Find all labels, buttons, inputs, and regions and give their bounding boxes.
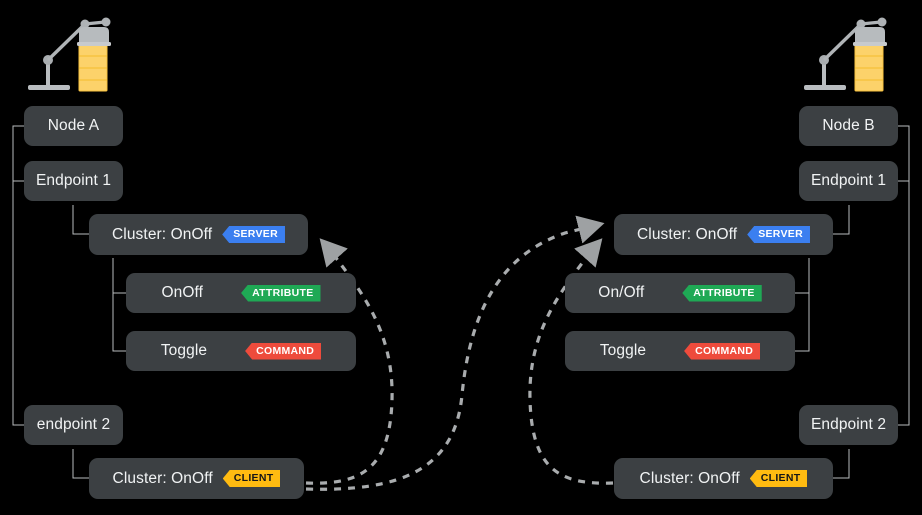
right-command-box[interactable]: Toggle COMMAND — [565, 331, 795, 371]
node-a-label: Node A — [47, 117, 100, 134]
node-b-box[interactable]: Node B — [799, 106, 898, 146]
server-badge: SERVER — [747, 226, 810, 243]
node-a-box[interactable]: Node A — [24, 106, 123, 146]
desk-lamp-icon-right — [804, 17, 887, 92]
left-command-label: Toggle — [160, 342, 208, 359]
client-badge: CLIENT — [222, 470, 281, 487]
node-b-label: Node B — [822, 117, 875, 134]
left-endpoint-1-label: Endpoint 1 — [35, 172, 112, 189]
server-badge: SERVER — [222, 226, 285, 243]
left-cluster-client-label: Cluster: OnOff — [112, 469, 213, 487]
desk-lamp-icon-left — [28, 17, 111, 92]
left-attribute-label: OnOff — [161, 284, 204, 301]
right-command-label: Toggle — [599, 342, 647, 359]
client-badge: CLIENT — [749, 470, 808, 487]
right-cluster-server-box[interactable]: Cluster: OnOff SERVER — [614, 214, 833, 255]
attribute-badge: ATTRIBUTE — [682, 284, 762, 302]
command-badge: COMMAND — [684, 342, 761, 360]
right-endpoint-2-label: Endpoint 2 — [810, 416, 887, 433]
right-cluster-client-label: Cluster: OnOff — [639, 469, 740, 487]
right-endpoint-1-label: Endpoint 1 — [810, 172, 887, 189]
command-badge: COMMAND — [245, 342, 322, 360]
attribute-badge: ATTRIBUTE — [241, 284, 321, 302]
left-attribute-box[interactable]: OnOff ATTRIBUTE — [126, 273, 356, 313]
right-endpoint-1-box[interactable]: Endpoint 1 — [799, 161, 898, 201]
left-cluster-server-label: Cluster: OnOff — [112, 225, 213, 243]
left-endpoint-1-box[interactable]: Endpoint 1 — [24, 161, 123, 201]
right-attribute-label: On/Off — [598, 284, 645, 301]
left-endpoint-2-label: endpoint 2 — [36, 416, 111, 433]
right-cluster-client-box[interactable]: Cluster: OnOff CLIENT — [614, 458, 833, 499]
right-cluster-server-label: Cluster: OnOff — [637, 225, 738, 243]
left-endpoint-2-box[interactable]: endpoint 2 — [24, 405, 123, 445]
left-command-box[interactable]: Toggle COMMAND — [126, 331, 356, 371]
right-endpoint-2-box[interactable]: Endpoint 2 — [799, 405, 898, 445]
right-attribute-box[interactable]: On/Off ATTRIBUTE — [565, 273, 795, 313]
left-cluster-client-box[interactable]: Cluster: OnOff CLIENT — [89, 458, 304, 499]
left-cluster-server-box[interactable]: Cluster: OnOff SERVER — [89, 214, 308, 255]
